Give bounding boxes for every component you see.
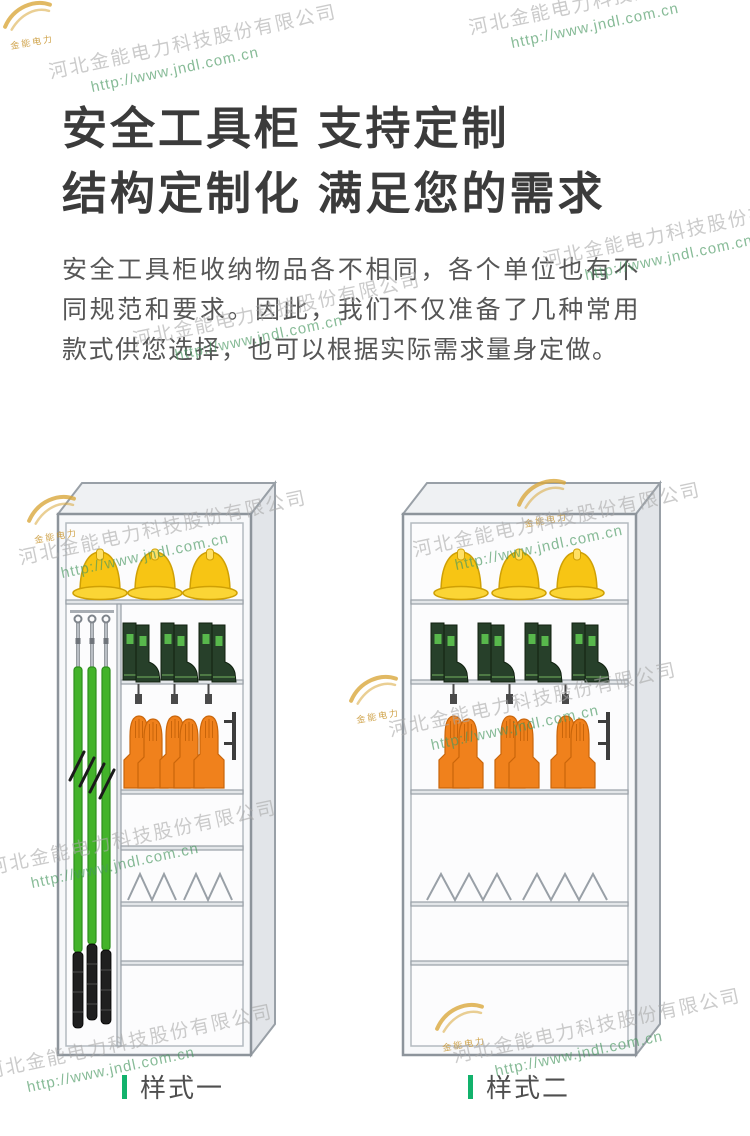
logo-text: 金能电力 [355,707,401,726]
boots-row [430,622,610,683]
cabinet-style-1 [56,480,278,1058]
pole-icon [86,614,98,1021]
glove-hook-icon [224,712,236,760]
logo-swoosh-icon [349,675,398,705]
helmet-icon [549,548,605,601]
style-2-text: 样式二 [486,1073,571,1103]
pole-strap-icon [68,750,116,800]
watermark-url: http://www.jndl.com.cn [509,0,681,53]
style-label-1: 样式一 [122,1068,224,1105]
watermark: 河北金能电力科技股份有限公司 http://www.jndl.com.cn [466,0,750,60]
label-accent-bar [468,1074,473,1099]
watermark-company: 河北金能电力科技股份有限公司 [47,1,339,84]
page-title: 安全工具柜 支持定制 结构定制化 满足您的需求 [62,96,606,227]
gloves-row [438,684,610,789]
helmets-row [72,548,238,601]
style-1-text: 样式一 [140,1073,225,1103]
boot-icon [211,624,237,683]
helmet-icon [491,548,547,601]
pole-icon [72,614,84,1029]
glove-pair-icon [193,684,225,789]
helmet-icon [433,548,489,601]
insulated-poles [68,610,116,1029]
gloves-row [123,684,236,789]
boot-icon [490,624,516,683]
title-line-2: 结构定制化 满足您的需求 [62,168,606,220]
boot-icon [135,624,161,683]
intro-paragraph: 安全工具柜收纳物品各不相同，各个单位也有不同规范和要求。因此，我们不仅准备了几种… [62,256,640,364]
boots-row [122,622,237,683]
boot-icon [173,624,199,683]
boot-icon [443,624,469,683]
helmet-icon [182,548,238,601]
pole-icon [100,614,112,1025]
style-label-2: 样式二 [468,1068,570,1105]
wire-slots [426,871,608,903]
helmets-row [433,548,605,601]
boot-icon [584,624,610,683]
jndl-logo: 金能电力 [342,668,408,727]
logo-swoosh-icon [3,1,52,31]
glove-pair-icon [494,684,540,789]
label-accent-bar [122,1074,127,1099]
watermark: 河北金能电力科技股份有限公司 http://www.jndl.com.cn [46,0,343,104]
logo-text: 金能电力 [9,33,55,52]
watermark-url: http://www.jndl.com.cn [89,43,261,97]
glove-hook-icon [598,712,610,760]
watermark-company: 河北金能电力科技股份有限公司 [466,0,750,40]
helmet-icon [127,548,183,601]
title-line-1: 安全工具柜 支持定制 [62,103,510,154]
wire-slots [127,871,233,903]
glove-pair-icon [550,684,596,789]
boot-icon [537,624,563,683]
cabinet-style-2 [401,480,663,1058]
helmet-icon [72,548,128,601]
cabinet-shelves [410,599,629,966]
jndl-logo: 金能电力 [0,0,62,53]
glove-pair-icon [438,684,484,789]
